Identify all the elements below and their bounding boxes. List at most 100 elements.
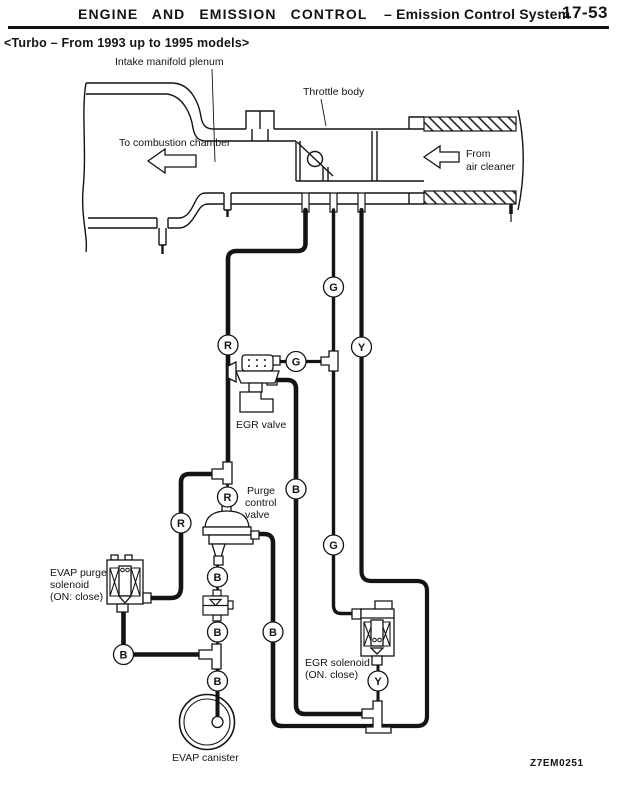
label-purge-control-valve-line3: valve xyxy=(245,509,270,521)
hose-marker-letter: G xyxy=(329,540,338,552)
evap-solenoid-pin-left xyxy=(120,567,125,573)
evap-canister-inner xyxy=(183,698,231,746)
check-valve-flow-triangle xyxy=(208,598,223,607)
check-valve-top-nipple xyxy=(212,589,222,597)
egr-solenoid-pin-right xyxy=(377,637,382,643)
label-from-air-cleaner-line1: From xyxy=(466,148,491,160)
purge-valve-funnel xyxy=(211,543,226,558)
evap-canister-nipple xyxy=(211,715,224,729)
label-purge-control-valve-line2: control xyxy=(245,497,277,509)
hose-marker-letter: B xyxy=(120,649,128,661)
hose-black-evap-solenoid-out xyxy=(121,605,215,657)
junction-fitting-bottom xyxy=(361,700,392,734)
evap-canister-outer xyxy=(178,693,236,751)
hose-marker: R xyxy=(170,512,192,534)
hose-marker: R xyxy=(216,486,239,508)
hose-marker: B xyxy=(206,566,229,588)
evap-solenoid-pin-right xyxy=(125,567,130,573)
hose-marker-letter: G xyxy=(292,356,301,368)
hose-marker-letter: B xyxy=(214,627,222,639)
hose-yellow-main xyxy=(280,207,430,729)
page-title-main: ENGINE AND EMISSION CONTROL xyxy=(78,6,368,22)
evap-solenoid-terminals xyxy=(110,554,133,561)
egr-solenoid-valve-triangle xyxy=(369,647,385,655)
check-valve-bottom-nipple xyxy=(212,614,222,622)
hose-fittings xyxy=(198,350,392,734)
evap-solenoid-valve-triangle xyxy=(117,595,133,604)
egr-solenoid-plunger xyxy=(370,619,384,647)
page-title-section: – Emission Control System xyxy=(384,6,571,22)
egr-solenoid-pin-left xyxy=(372,637,377,643)
hose-markers: R G Y G R R B G B B B B B Y xyxy=(112,276,389,692)
hose-marker: G xyxy=(285,350,307,373)
air-cleaner-flow-arrow xyxy=(422,144,460,170)
hose-marker: B xyxy=(112,643,135,666)
page-number: 17-53 xyxy=(562,3,608,22)
hose-marker-letter: B xyxy=(214,676,222,688)
evap-purge-solenoid xyxy=(106,554,152,613)
hose-marker: Y xyxy=(350,336,373,358)
hose-marker: B xyxy=(206,670,229,692)
check-valve-side-tab xyxy=(227,600,234,610)
hose-marker-letter: Y xyxy=(374,676,382,688)
port-nipple-tabs xyxy=(301,192,366,213)
hose-marker-letter: R xyxy=(224,340,232,352)
hose-marker-letter: B xyxy=(214,572,222,584)
model-range-subtitle: <Turbo – From 1993 up to 1995 models> xyxy=(4,36,250,50)
egr-valve-left-wing xyxy=(227,360,237,384)
combustion-flow-arrow xyxy=(146,147,197,175)
purge-valve-flange-upper xyxy=(202,526,252,536)
header-rule xyxy=(8,26,609,29)
label-leader-lines xyxy=(211,68,327,163)
purge-valve-flange-lower xyxy=(208,534,254,545)
label-from-air-cleaner-line2: air cleaner xyxy=(466,161,516,173)
label-egr-solenoid-line2: (ON. close) xyxy=(305,669,358,681)
egr-valve xyxy=(227,354,281,413)
purge-valve-dome xyxy=(204,510,250,528)
egr-valve-body xyxy=(235,370,280,384)
hose-black-from-egr-valve xyxy=(268,377,371,717)
hose-marker: G xyxy=(322,534,345,556)
intake-walls-outline xyxy=(81,82,524,253)
egr-solenoid-bottom-port xyxy=(371,655,383,666)
hose-marker-letter: R xyxy=(224,492,232,504)
hose-marker: B xyxy=(285,478,307,500)
hose-marker-letter: B xyxy=(292,484,300,496)
evap-canister xyxy=(178,693,236,751)
drain-drip-marks xyxy=(161,210,229,254)
diagram-labels: Intake manifold plenum Throttle body To … xyxy=(50,56,583,769)
egr-valve-flange xyxy=(239,391,274,413)
purge-valve-right-port xyxy=(250,530,260,540)
intake-assembly xyxy=(81,68,524,254)
label-egr-solenoid-line1: EGR solenoid xyxy=(305,657,370,669)
hose-marker-letter: G xyxy=(329,282,338,294)
hose-marker: B xyxy=(206,621,229,643)
egr-valve-cap xyxy=(241,354,274,372)
air-cleaner-duct-hatch-top xyxy=(423,116,517,132)
label-evap-canister: EVAP canister xyxy=(172,752,239,764)
egr-valve-cap-dots xyxy=(248,359,266,367)
throttle-valve-shaft xyxy=(296,141,334,177)
hose-red-branch-to-evap-solenoid xyxy=(147,471,226,601)
egr-solenoid-left-port xyxy=(351,608,362,620)
hose-black-from-purge-valve xyxy=(248,531,285,729)
label-egr-valve: EGR valve xyxy=(236,419,286,431)
tee-fitting-black-line xyxy=(198,643,222,670)
label-evap-purge-solenoid-line1: EVAP purge xyxy=(50,567,107,579)
hose-marker: B xyxy=(262,621,284,643)
label-intake-manifold-plenum: Intake manifold plenum xyxy=(115,56,224,68)
hose-marker: G xyxy=(322,276,345,298)
tee-fitting-red-line xyxy=(211,461,233,485)
label-evap-purge-solenoid-line2: solenoid xyxy=(50,579,89,591)
label-to-combustion-chamber: To combustion chamber xyxy=(119,137,231,149)
hose-red-main xyxy=(225,207,308,467)
tee-fitting-green-line xyxy=(320,350,339,372)
purge-control-valve xyxy=(202,503,260,566)
label-purge-control-valve-line1: Purge xyxy=(247,485,275,497)
label-evap-purge-solenoid-line3: (ON: close) xyxy=(50,591,103,603)
hose-marker: Y xyxy=(367,670,389,692)
hose-marker-letter: B xyxy=(269,627,277,639)
label-throttle-body: Throttle body xyxy=(303,86,365,98)
